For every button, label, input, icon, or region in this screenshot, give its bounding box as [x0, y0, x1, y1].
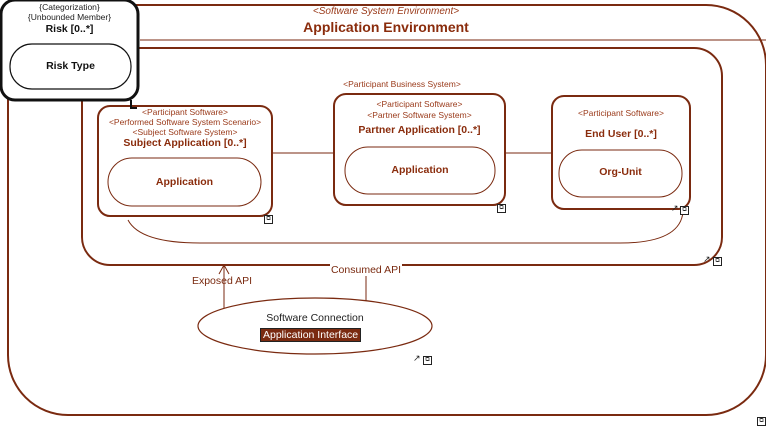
consumed-api-label[interactable]: Consumed API — [330, 264, 402, 276]
risk-stereotype-categorization: {Categorization} — [39, 2, 100, 12]
application-interface-label[interactable]: Application Interface — [260, 328, 362, 342]
link-subject-enduser-curve — [127, 211, 684, 244]
partner-expand-icon[interactable]: ⧉ — [497, 204, 506, 213]
connection-link-arrow-icon[interactable]: ↗ — [413, 353, 421, 363]
business-system-container — [81, 47, 723, 266]
software-connection-ellipse — [197, 297, 433, 355]
subject-pill — [107, 157, 262, 207]
subject-stereotype-participant: <Participant Software> — [142, 107, 228, 117]
enduser-stereotype-participant: <Participant Software> — [578, 108, 664, 118]
exposed-api-arrowhead — [218, 263, 230, 275]
enduser-expand-icon[interactable]: ⧉ — [680, 206, 689, 215]
risk-stereotype-unbounded: {Unbounded Member} — [27, 12, 112, 22]
application-interface-label-wrap: Application Interface — [260, 325, 362, 343]
partner-stereotype-system: <Partner Software System> — [367, 110, 472, 120]
enduser-link-arrow-icon[interactable]: ↗ — [671, 203, 679, 213]
risk-pill-label[interactable]: Risk Type — [46, 60, 95, 72]
connection-expand-icon[interactable]: ⧉ — [423, 356, 432, 365]
environment-title[interactable]: Application Environment — [303, 19, 469, 35]
risk-title[interactable]: Risk [0..*] — [45, 23, 94, 35]
enduser-title[interactable]: End User [0..*] — [585, 128, 657, 140]
enduser-pill — [558, 149, 683, 198]
business-system-link-arrow-icon[interactable]: ↗ — [703, 254, 711, 264]
exposed-api-label[interactable]: Exposed API — [191, 275, 253, 287]
business-system-stereotype: <Participant Business System> — [343, 79, 461, 89]
subject-stereotype-system: <Subject Software System> — [132, 127, 238, 137]
partner-title[interactable]: Partner Application [0..*] — [358, 124, 481, 136]
subject-title[interactable]: Subject Application [0..*] — [123, 137, 247, 149]
software-connection-name[interactable]: Software Connection — [266, 312, 364, 324]
enduser-pill-label[interactable]: Org-Unit — [599, 166, 642, 178]
subject-stereotype-scenario: <Performed Software System Scenario> — [108, 117, 262, 127]
environment-container — [7, 4, 766, 416]
risk-pill — [9, 43, 132, 90]
business-system-expand-icon[interactable]: ⧉ — [713, 257, 722, 266]
subject-pill-label[interactable]: Application — [155, 176, 214, 188]
environment-expand-icon[interactable]: ⧉ — [757, 417, 766, 426]
subject-expand-icon[interactable]: ⧉ — [264, 215, 273, 224]
risk-anchor-marker — [130, 100, 137, 109]
partner-pill — [344, 146, 496, 195]
partner-stereotype-participant: <Participant Software> — [376, 99, 463, 109]
partner-pill-label[interactable]: Application — [391, 164, 449, 176]
environment-stereotype: <Software System Environment> — [312, 6, 460, 17]
